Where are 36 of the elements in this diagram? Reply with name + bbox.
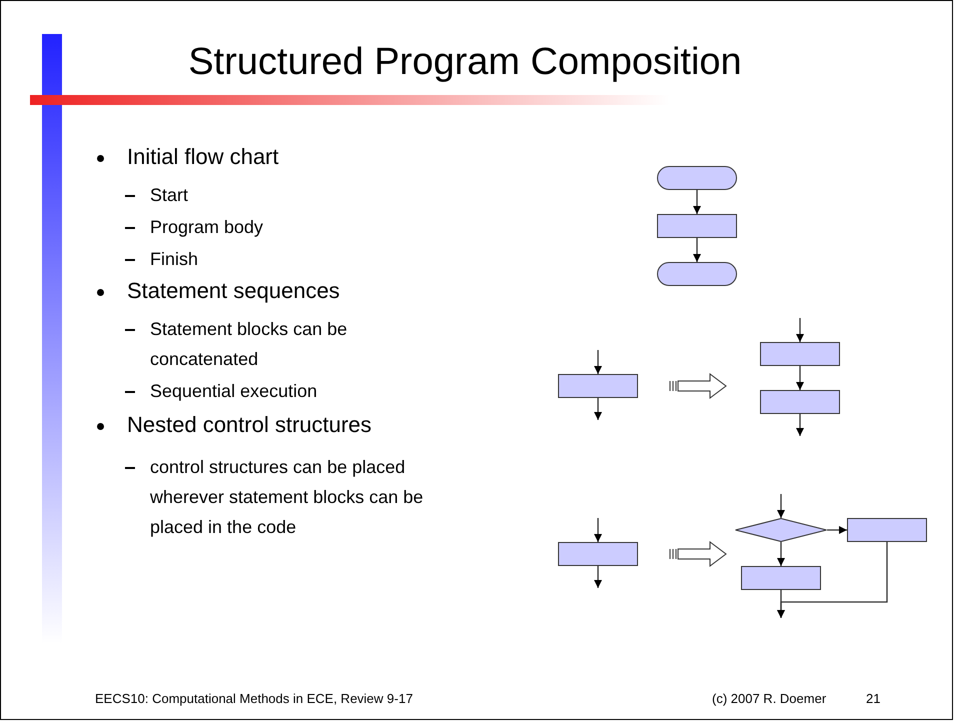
arrow [796, 414, 804, 436]
arrow [777, 542, 785, 566]
process-box [558, 542, 638, 566]
arrow [594, 566, 602, 588]
bullet-text: Statement sequences [127, 278, 340, 304]
arrow [693, 190, 701, 214]
sub-bullet-text: Finish [150, 248, 198, 271]
terminal-box [657, 166, 737, 190]
arrow [796, 366, 804, 390]
arrow [777, 542, 888, 618]
terminal-box [657, 262, 737, 286]
process-box [657, 214, 737, 238]
process-box [760, 342, 840, 366]
slide-title: Structured Program Composition [187, 40, 743, 85]
arrow [796, 318, 804, 342]
footer-text: EECS10: Computational Methods in ECE, Review 9-17 [95, 691, 413, 707]
sub-bullet-text: Statement blocks can be concatenated [150, 318, 348, 371]
sub-bullet-text: Program body [150, 216, 264, 239]
arrow [827, 526, 847, 534]
process-box [760, 390, 840, 414]
footer-text: 21 [866, 691, 880, 707]
decision-diamond [735, 518, 827, 542]
sub-bullet-text: control structures can be placed wherever statement blocks can be placed in the code [150, 456, 424, 539]
sub-bullet-text: Sequential execution [150, 380, 318, 403]
arrow [693, 238, 701, 262]
process-box [741, 566, 821, 590]
footer-text: (c) 2007 R. Doemer [712, 691, 826, 707]
arrow [594, 518, 602, 542]
arrow [777, 494, 785, 518]
sub-bullet-text: Start [150, 184, 188, 207]
process-box [558, 374, 638, 398]
bullet-text: Nested control structures [127, 412, 372, 438]
bullet-text: Initial flow chart [127, 144, 279, 170]
arrow [594, 350, 602, 374]
process-box [847, 518, 927, 542]
arrow [594, 398, 602, 420]
